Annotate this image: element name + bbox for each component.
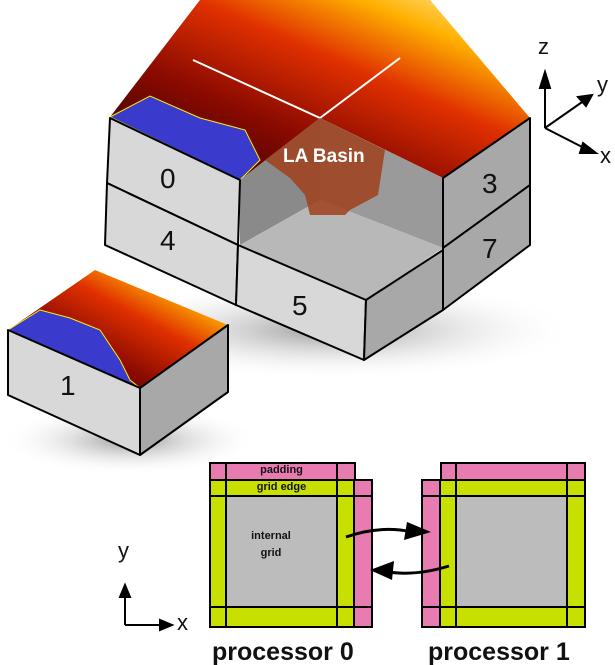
block-label-3: 3 — [482, 168, 498, 199]
axis2d-x-label: x — [177, 610, 188, 635]
processor-0-grid — [209, 462, 373, 628]
axis2d-y-label: y — [118, 538, 129, 563]
axis-x-label: x — [600, 143, 611, 168]
block-1-side — [139, 324, 229, 456]
grid-edge-label: grid edge — [256, 481, 307, 493]
arrow-head-right — [404, 522, 431, 540]
axis-z-label: z — [538, 34, 549, 59]
axes-2d — [118, 582, 175, 632]
la-basin-label: LA Basin — [283, 146, 365, 167]
axes-3d — [538, 68, 599, 154]
axis-y-label: y — [597, 72, 608, 97]
la-basin-volume — [265, 118, 385, 215]
white-boundary-line — [192, 59, 321, 119]
block-label-4: 4 — [160, 225, 176, 256]
white-boundary-line — [319, 57, 401, 119]
arrow-head-left — [370, 561, 394, 580]
block-label-7: 7 — [482, 233, 498, 264]
block-7-face — [442, 184, 531, 311]
padding-label: padding — [260, 464, 303, 476]
processor-1-label: processor 1 — [428, 638, 570, 665]
block-label-1: 1 — [60, 370, 76, 401]
block-1-top — [8, 270, 228, 388]
cutaway-floor — [240, 200, 443, 300]
processor-0-label: processor 0 — [212, 638, 354, 665]
block-label-0: 0 — [160, 163, 176, 194]
internal-grid-label: internal grid — [251, 530, 291, 559]
processor-1-grid — [421, 462, 586, 628]
block-label-5: 5 — [292, 290, 308, 321]
